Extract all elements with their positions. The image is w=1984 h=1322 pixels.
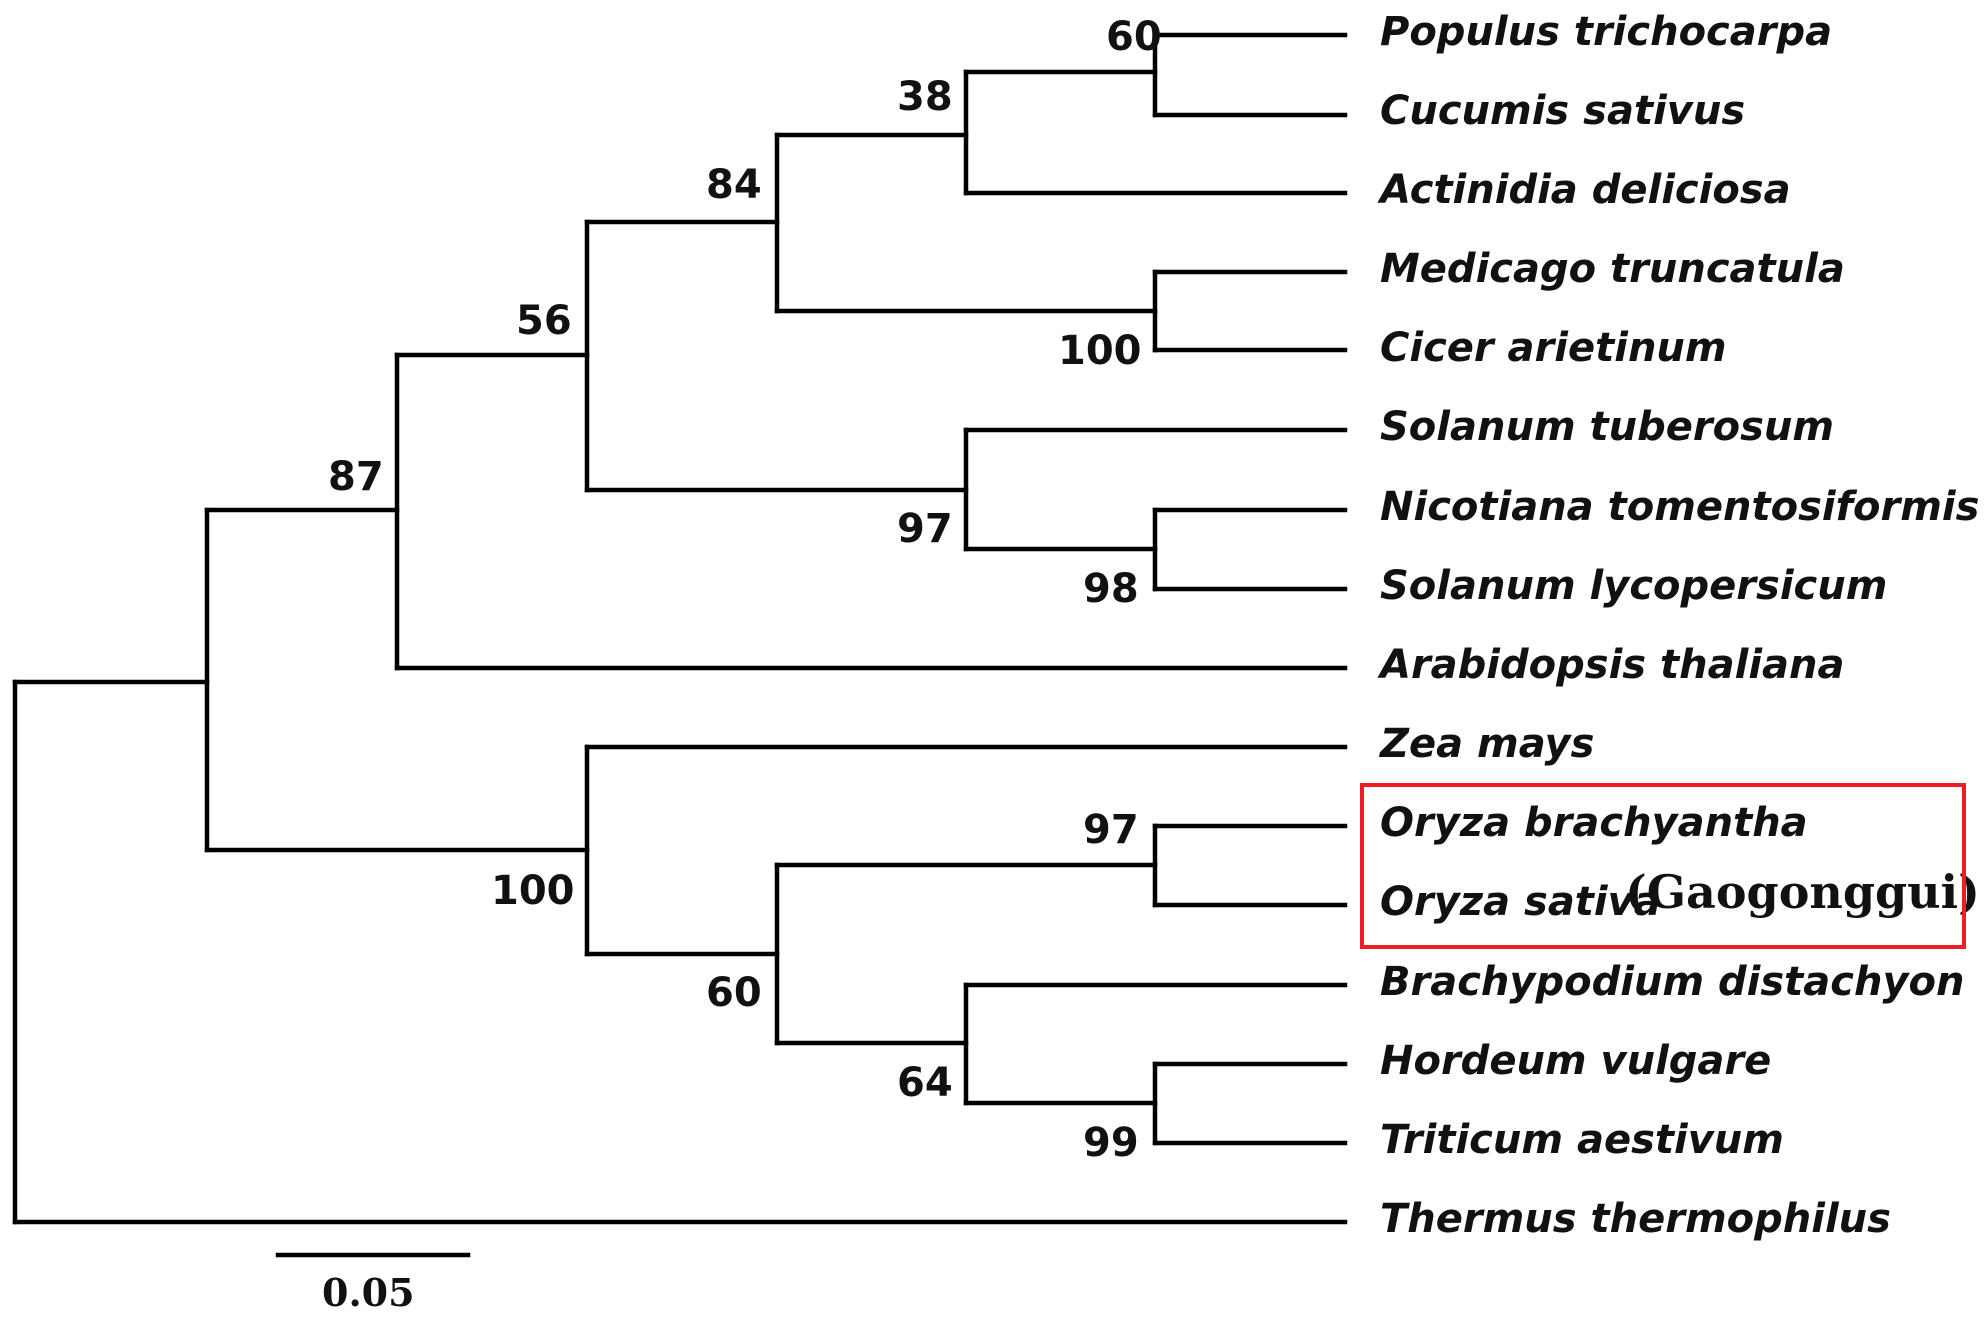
bootstrap-value: 84 [706,162,762,208]
taxon-label: Medicago truncatula [1380,246,1845,292]
strain-label: (Gaogonggui) [1625,865,1980,919]
bootstrap-value: 64 [897,1060,953,1106]
taxon-label: Nicotiana tomentosiformis [1380,484,1979,530]
bootstrap-value: 87 [328,454,384,500]
taxon-label: Solanum tuberosum [1380,404,1834,450]
taxon-label: Oryza sativa [1380,879,1661,925]
taxon-label: Arabidopsis thaliana [1377,642,1845,688]
bootstrap-value: 97 [897,506,953,552]
bootstrap-value: 99 [1083,1120,1139,1166]
taxon-label: Triticum aestivum [1380,1117,1784,1163]
tree-edges [12,32,1348,1225]
bootstrap-value: 98 [1083,566,1139,612]
bootstrap-value: 56 [516,298,572,344]
taxon-label: Cucumis sativus [1380,88,1745,134]
scale-bar: 0.05 [275,1252,471,1315]
taxon-label: Zea mays [1378,721,1594,767]
taxon-label: Brachypodium distachyon [1380,959,1965,1005]
taxon-label: Hordeum vulgare [1380,1038,1771,1084]
taxon-label: Cicer arietinum [1380,325,1727,371]
taxon-label: Oryza brachyantha [1380,800,1808,846]
bootstrap-value: 97 [1083,807,1139,853]
taxon-label: Actinidia deliciosa [1377,167,1791,213]
bootstrap-value: 60 [706,970,762,1016]
highlight-box [1360,783,1966,949]
tree-branches [12,32,1158,1225]
bootstrap-value: 100 [1058,328,1142,374]
bootstrap-value: 38 [897,74,953,120]
bootstrap-value: 100 [491,868,575,914]
taxon-label: Solanum lycopersicum [1380,563,1887,609]
scale-bar-label: 0.05 [322,1270,415,1315]
taxon-label: Populus trichocarpa [1380,9,1832,55]
bootstrap-value: 60 [1106,14,1162,60]
taxon-label: Thermus thermophilus [1380,1196,1891,1242]
taxon-labels: Populus trichocarpa Cucumis sativus Acti… [1377,9,1980,1242]
bootstrap-values: 60 38 84 100 56 97 98 87 100 97 60 64 99 [328,14,1162,1166]
